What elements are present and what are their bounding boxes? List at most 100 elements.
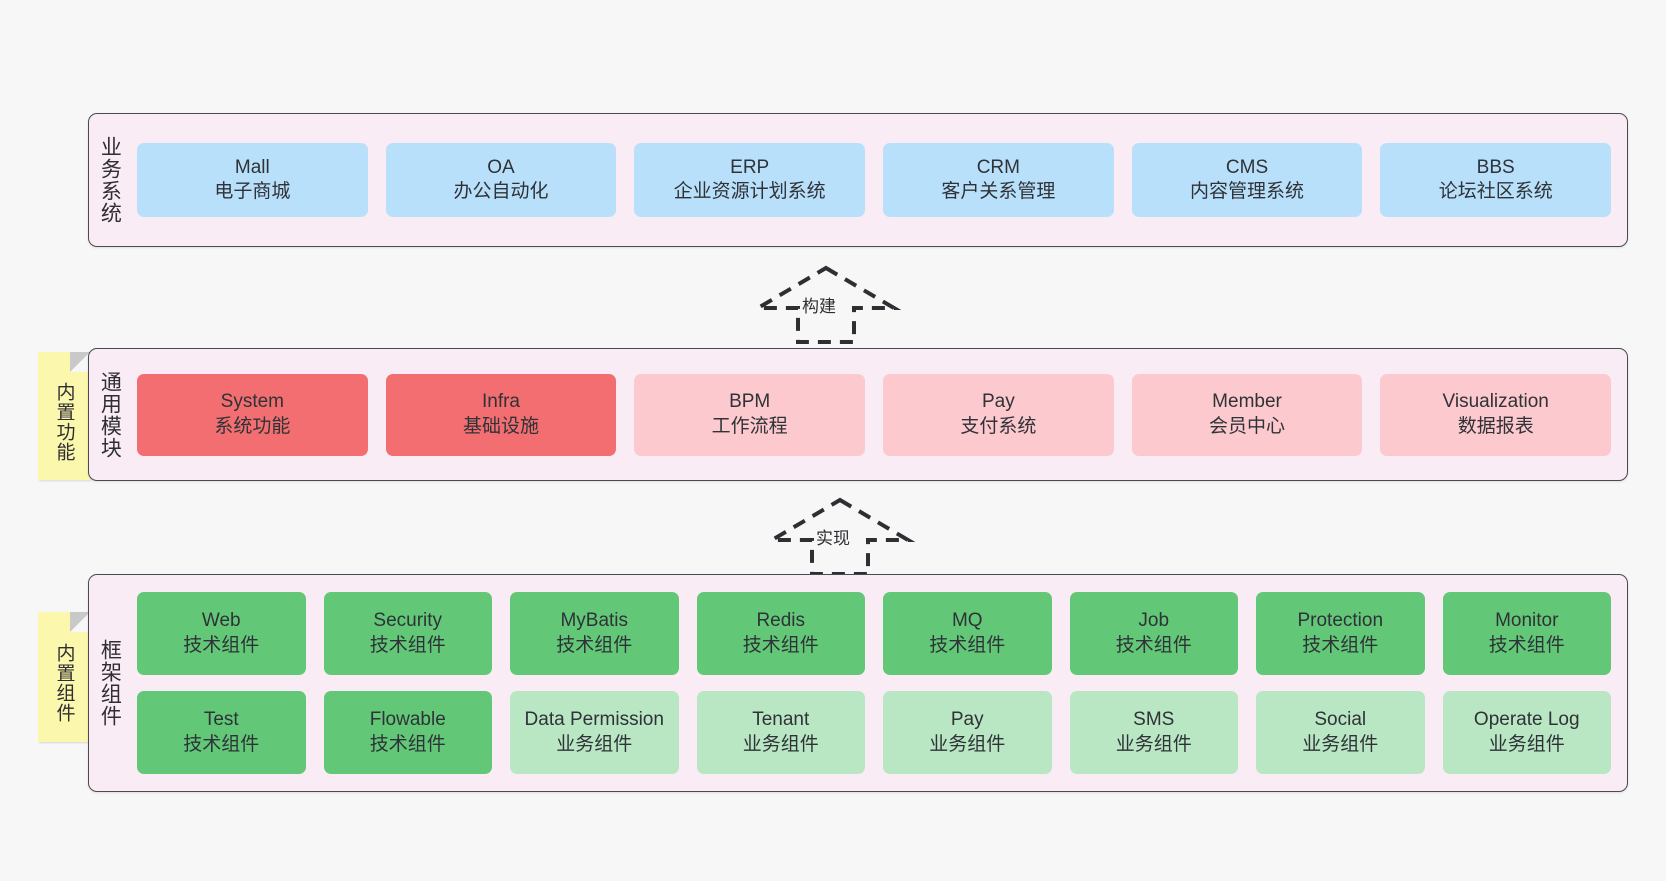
sticky-note-label: 内置组件	[53, 643, 75, 723]
component-card-title: Job	[1138, 610, 1170, 632]
component-card-subtitle: 技术组件	[1115, 634, 1192, 656]
relation-label-implement: 实现	[814, 524, 852, 549]
component-card-subtitle: 业务组件	[1302, 733, 1379, 755]
component-card-title: Protection	[1297, 610, 1384, 632]
module-card-system[interactable]: System 系统功能	[137, 373, 368, 456]
sticky-note-builtin-components: 内置组件	[38, 612, 90, 742]
component-card-title: Security	[373, 610, 443, 632]
layer-row: Web 技术组件 Security 技术组件 MyBatis 技术组件 Redi…	[137, 592, 1611, 675]
component-card-pay[interactable]: Pay 业务组件	[883, 691, 1052, 774]
component-card-subtitle: 业务组件	[1488, 733, 1565, 755]
component-card-subtitle: 技术组件	[1302, 634, 1379, 656]
layer-body-common: System 系统功能 Infra 基础设施 BPM 工作流程 Pay 支付系统…	[129, 349, 1627, 480]
component-card-social[interactable]: Social 业务组件	[1256, 691, 1425, 774]
sticky-note-label: 内置功能	[53, 382, 75, 462]
relation-label-build: 构建	[800, 292, 838, 317]
layer-row: Mall 电子商城 OA 办公自动化 ERP 企业资源计划系统 CRM 客户关系…	[137, 143, 1612, 217]
module-card-title: Infra	[481, 391, 521, 413]
module-card-title: System	[220, 391, 285, 413]
relation-arrow-build: 构建	[750, 262, 902, 344]
module-card-title: OA	[487, 156, 515, 178]
layer-body-business: Mall 电子商城 OA 办公自动化 ERP 企业资源计划系统 CRM 客户关系…	[129, 114, 1627, 246]
component-card-protection[interactable]: Protection 技术组件	[1256, 592, 1425, 675]
module-card-member[interactable]: Member 会员中心	[1131, 373, 1363, 456]
component-card-mq[interactable]: MQ 技术组件	[883, 592, 1052, 675]
module-card-erp[interactable]: ERP 企业资源计划系统	[634, 143, 866, 217]
module-card-title: CMS	[1225, 156, 1269, 178]
module-card-title: Visualization	[1442, 391, 1549, 413]
component-card-subtitle: 业务组件	[742, 733, 819, 755]
component-card-subtitle: 技术组件	[929, 634, 1006, 656]
component-card-operate-log[interactable]: Operate Log 业务组件	[1442, 691, 1611, 774]
sticky-note-builtin-features: 内置功能	[38, 352, 90, 480]
module-card-subtitle: 支付系统	[960, 415, 1037, 437]
module-card-visualization[interactable]: Visualization 数据报表	[1380, 373, 1612, 456]
component-card-title: Tenant	[752, 709, 810, 731]
layer-title-business: 业务系统	[98, 136, 122, 224]
component-card-title: Pay	[950, 709, 984, 731]
component-card-sms[interactable]: SMS 业务组件	[1069, 691, 1238, 774]
module-card-cms[interactable]: CMS 内容管理系统	[1131, 143, 1363, 217]
component-card-monitor[interactable]: Monitor 技术组件	[1442, 592, 1611, 675]
module-card-subtitle: 基础设施	[463, 415, 540, 437]
component-card-flowable[interactable]: Flowable 技术组件	[323, 691, 492, 774]
module-card-subtitle: 电子商城	[214, 181, 291, 202]
component-card-data-permission[interactable]: Data Permission 业务组件	[510, 691, 679, 774]
component-card-title: Social	[1314, 709, 1367, 731]
component-card-title: Flowable	[369, 709, 446, 731]
module-card-title: ERP	[730, 156, 770, 178]
component-card-title: MQ	[951, 610, 983, 632]
component-card-subtitle: 技术组件	[742, 634, 819, 656]
component-card-subtitle: 技术组件	[369, 733, 446, 755]
layer-business-systems: 业务系统 Mall 电子商城 OA 办公自动化 ERP 企业资源计划系统 CRM…	[88, 113, 1628, 247]
layer-title-framework: 框架组件	[98, 639, 122, 727]
module-card-title: CRM	[976, 156, 1020, 178]
component-card-security[interactable]: Security 技术组件	[323, 592, 492, 675]
module-card-subtitle: 数据报表	[1457, 415, 1534, 437]
module-card-mall[interactable]: Mall 电子商城	[137, 143, 368, 217]
component-card-subtitle: 技术组件	[369, 634, 446, 656]
component-card-subtitle: 技术组件	[183, 634, 260, 656]
layer-row: System 系统功能 Infra 基础设施 BPM 工作流程 Pay 支付系统…	[137, 373, 1612, 456]
module-card-bpm[interactable]: BPM 工作流程	[634, 373, 866, 456]
module-card-title: Mall	[234, 156, 270, 178]
relation-arrow-build-icon	[750, 265, 902, 344]
module-card-subtitle: 会员中心	[1209, 415, 1286, 437]
component-card-title: Operate Log	[1473, 709, 1580, 731]
module-card-oa[interactable]: OA 办公自动化	[385, 143, 617, 217]
module-card-crm[interactable]: CRM 客户关系管理	[883, 143, 1114, 217]
component-card-title: MyBatis	[560, 610, 629, 632]
component-card-tenant[interactable]: Tenant 业务组件	[696, 691, 865, 774]
module-card-bbs[interactable]: BBS 论坛社区系统	[1380, 143, 1612, 217]
module-card-title: Pay	[981, 391, 1015, 413]
layer-common-modules: 通用模块 System 系统功能 Infra 基础设施 BPM 工作流程 Pay…	[88, 348, 1628, 481]
module-card-subtitle: 企业资源计划系统	[673, 181, 826, 202]
component-card-title: SMS	[1133, 709, 1175, 731]
module-card-pay[interactable]: Pay 支付系统	[883, 373, 1114, 456]
layer-title-common: 通用模块	[98, 370, 122, 459]
module-card-subtitle: 系统功能	[214, 415, 291, 437]
component-card-title: Data Permission	[524, 709, 664, 731]
component-card-title: Test	[203, 709, 239, 731]
module-card-title: BBS	[1476, 156, 1515, 178]
component-card-title: Redis	[756, 610, 806, 632]
component-card-subtitle: 业务组件	[556, 733, 633, 755]
module-card-title: Member	[1212, 391, 1282, 413]
module-card-subtitle: 办公自动化	[453, 181, 549, 202]
module-card-infra[interactable]: Infra 基础设施	[385, 373, 617, 456]
component-card-mybatis[interactable]: MyBatis 技术组件	[510, 592, 679, 675]
component-card-subtitle: 技术组件	[183, 733, 260, 755]
module-card-subtitle: 客户关系管理	[941, 181, 1056, 202]
component-card-subtitle: 业务组件	[1115, 733, 1192, 755]
component-card-subtitle: 技术组件	[556, 634, 633, 656]
layer-framework-components: 框架组件 Web 技术组件 Security 技术组件 MyBatis 技术组件…	[88, 574, 1628, 792]
component-card-job[interactable]: Job 技术组件	[1069, 592, 1238, 675]
layer-body-framework: Web 技术组件 Security 技术组件 MyBatis 技术组件 Redi…	[129, 575, 1627, 791]
component-card-redis[interactable]: Redis 技术组件	[696, 592, 865, 675]
component-card-test[interactable]: Test 技术组件	[137, 691, 306, 774]
module-card-subtitle: 内容管理系统	[1190, 181, 1305, 202]
relation-arrow-implement-icon	[764, 497, 916, 576]
component-card-title: Monitor	[1495, 610, 1559, 632]
component-card-title: Web	[201, 610, 241, 632]
component-card-web[interactable]: Web 技术组件	[137, 592, 306, 675]
